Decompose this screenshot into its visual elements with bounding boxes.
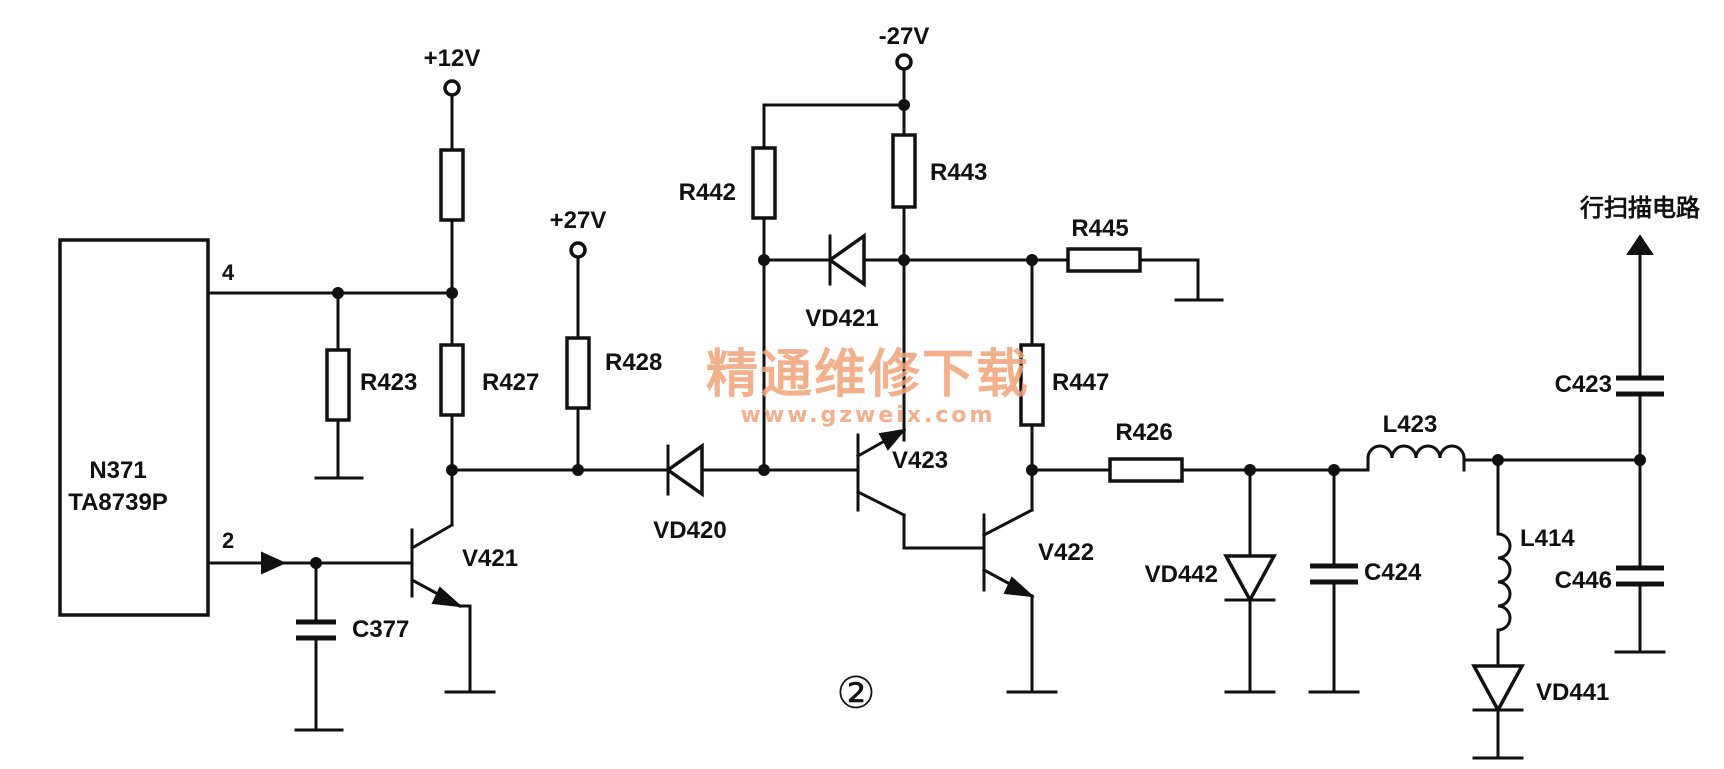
v422-label: V422 (1038, 539, 1094, 566)
supply-12v-branch (439, 79, 465, 527)
output-label: 行扫描电路 (1579, 194, 1701, 222)
c377-label: C377 (352, 616, 409, 643)
l423-inductor (1366, 444, 1642, 472)
vd441-label: VD441 (1536, 679, 1609, 706)
watermark-title: 精通维修下载 (706, 345, 1030, 405)
figure-number: ② (836, 668, 875, 719)
c424-label: C424 (1364, 559, 1422, 586)
v423-label: V423 (892, 447, 948, 474)
ic-part: TA8739P (68, 489, 168, 516)
l423-label: L423 (1383, 411, 1438, 438)
vd441-diode (1471, 664, 1525, 760)
v422-transistor (981, 468, 1112, 694)
r428-label: R428 (605, 349, 662, 376)
r423-branch (314, 291, 364, 480)
supply-27v-branch (565, 241, 591, 472)
v423-transistor (762, 426, 986, 550)
c377-capacitor (294, 561, 344, 732)
c423-label: C423 (1555, 371, 1612, 398)
r445-branch (1030, 247, 1224, 302)
r426-label: R426 (1115, 419, 1172, 446)
vd420-diode (664, 442, 704, 498)
r447-label: R447 (1052, 369, 1109, 396)
ic-pin2-label: 2 (222, 528, 234, 553)
r445-label: R445 (1071, 215, 1128, 242)
c446-label: C446 (1555, 567, 1612, 594)
vd420-label: VD420 (653, 517, 726, 544)
r443-label: R443 (930, 159, 987, 186)
r423-label: R423 (360, 369, 417, 396)
l414-label: L414 (1520, 525, 1575, 552)
vd421-label: VD421 (805, 305, 878, 332)
ic-block (58, 238, 210, 617)
supply-27v-label: +27V (550, 207, 607, 234)
v421-label: V421 (462, 545, 518, 572)
vd442-label: VD442 (1145, 561, 1218, 588)
c424-capacitor (1308, 468, 1360, 694)
supply-neg27v-label: -27V (879, 23, 930, 50)
r427-label: R427 (482, 369, 539, 396)
supply-neg27v-branch (751, 53, 917, 472)
junction-dots (310, 99, 1646, 569)
vd442-diode (1223, 468, 1277, 694)
ic-pin4-label: 4 (222, 260, 235, 285)
ic-name: N371 (89, 457, 146, 484)
supply-12v-label: +12V (424, 45, 481, 72)
output-column (1614, 234, 1666, 654)
watermark-url: www.gzweix.com (741, 403, 996, 428)
r442-label: R442 (679, 179, 736, 206)
l414-inductor (1496, 458, 1512, 668)
v421-transistor (409, 522, 496, 694)
